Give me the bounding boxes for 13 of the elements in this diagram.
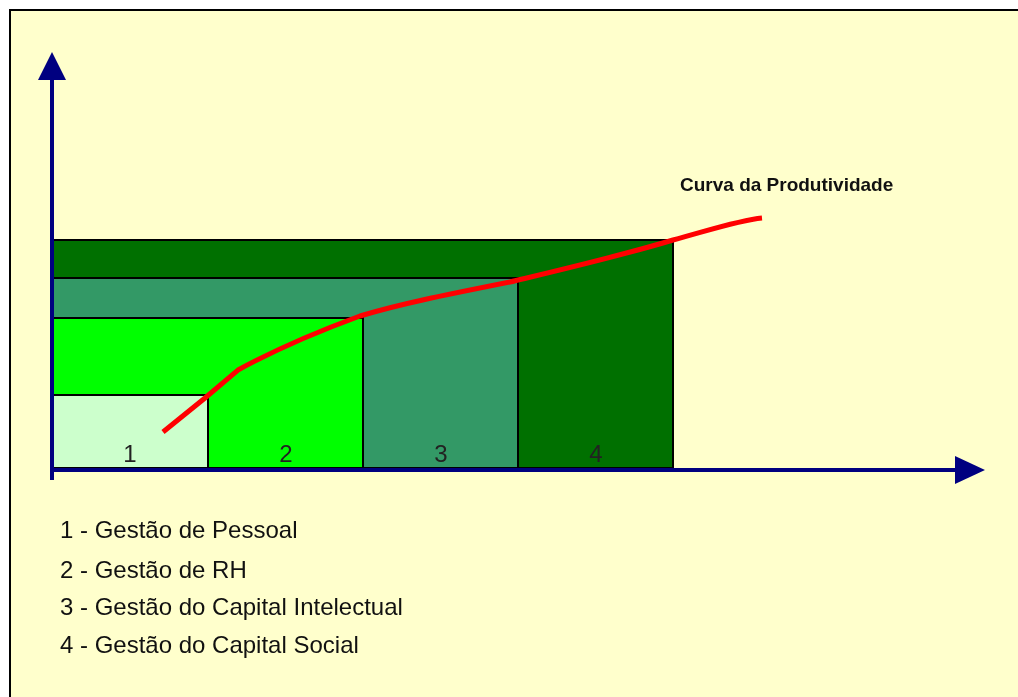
stage-area [52,278,518,468]
legend-text: 4 - Gestão do Capital Social [60,631,359,659]
stage-number: 3 [434,440,448,468]
stage-number: 2 [279,440,293,468]
legend-text: 3 - Gestão do Capital Intelectual [60,593,403,621]
stage-area [52,395,208,468]
stage-area [52,318,363,468]
legend-text: 2 - Gestão de RH [60,556,247,584]
stage-area [52,240,673,468]
legend-text: 1 - Gestão de Pessoal [60,516,298,544]
stage-number: 1 [123,440,137,468]
curve-label: Curva da Produtividade [680,174,894,196]
stage-number: 4 [589,440,603,468]
